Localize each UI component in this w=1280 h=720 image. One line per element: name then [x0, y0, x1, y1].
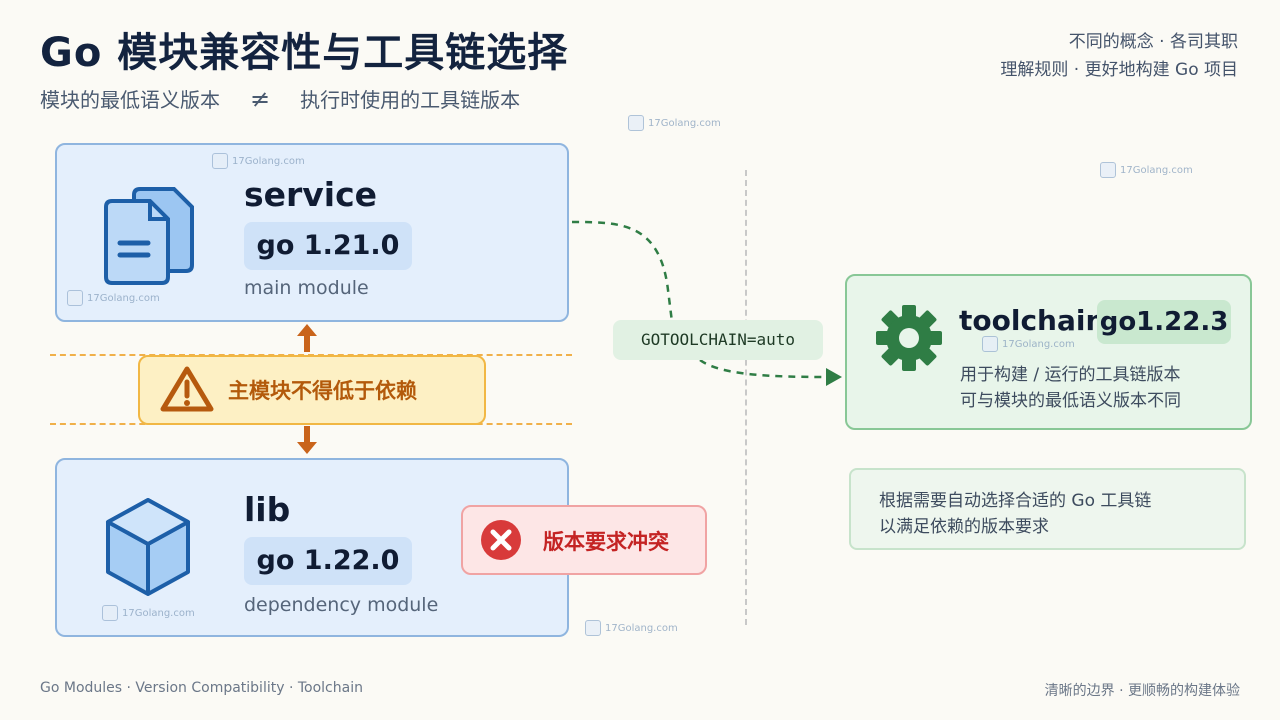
watermark: 17Golang.com: [982, 336, 1075, 352]
cube-icon: [106, 498, 190, 596]
error-x-icon: [481, 520, 521, 560]
section-divider: [745, 170, 747, 625]
conflict-text: 版本要求冲突: [543, 530, 669, 554]
subtitle-left: 模块的最低语义版本: [40, 88, 220, 112]
footer-right: 清晰的边界 · 更顺畅的构建体验: [1044, 683, 1240, 699]
watermark: 17Golang.com: [628, 115, 721, 131]
service-module-desc: main module: [244, 277, 369, 299]
arrow-up-icon: [297, 324, 317, 352]
watermark: 17Golang.com: [212, 153, 305, 169]
page-title: Go 模块兼容性与工具链选择: [40, 30, 569, 76]
auto-select-note: 根据需要自动选择合适的 Go 工具链 以满足依赖的版本要求: [849, 468, 1246, 550]
toolchain-version: go1.22.3: [1097, 300, 1231, 344]
footer-left: Go Modules · Version Compatibility · Too…: [40, 680, 363, 696]
lib-go-version: go 1.22.0: [244, 537, 412, 585]
lib-module-card: lib go 1.22.0 dependency module 17Golang…: [55, 458, 569, 637]
note-line-2: 以满足依赖的版本要求: [879, 517, 1049, 537]
toolchain-card: toolchain go1.22.3 用于构建 / 运行的工具链版本 可与模块的…: [845, 274, 1252, 430]
watermark: 17Golang.com: [67, 290, 160, 306]
gear-icon: [876, 305, 942, 371]
watermark: 17Golang.com: [1100, 162, 1193, 178]
tagline-line-2: 理解规则 · 更好地构建 Go 项目: [1000, 60, 1238, 80]
tagline-line-1: 不同的概念 · 各司其职: [1068, 32, 1238, 52]
document-icon: [104, 187, 194, 285]
service-go-version: go 1.21.0: [244, 222, 412, 270]
note-line-1: 根据需要自动选择合适的 Go 工具链: [879, 491, 1152, 511]
page-subtitle: 模块的最低语义版本 ≠ 执行时使用的工具链版本: [40, 84, 520, 113]
toolchain-desc-line-1: 用于构建 / 运行的工具链版本: [960, 365, 1181, 385]
flow-arrow: [571, 220, 842, 386]
lib-module-desc: dependency module: [244, 594, 439, 616]
subtitle-right: 执行时使用的工具链版本: [300, 88, 521, 112]
conflict-callout: 版本要求冲突: [461, 505, 707, 575]
toolchain-label: toolchain: [959, 304, 1106, 337]
service-module-name: service: [244, 175, 378, 214]
lib-module-name: lib: [244, 490, 291, 529]
watermark: 17Golang.com: [585, 620, 678, 636]
warning-text: 主模块不得低于依赖: [228, 379, 417, 403]
warning-triangle-icon: [160, 366, 214, 412]
service-module-card: service go 1.21.0 main module 17Golang.c…: [55, 143, 569, 322]
watermark: 17Golang.com: [102, 605, 195, 621]
warning-callout: 主模块不得低于依赖: [138, 355, 486, 425]
gotoolchain-env-label: GOTOOLCHAIN=auto: [613, 320, 823, 360]
not-equal-symbol: ≠: [250, 85, 271, 113]
toolchain-desc-line-2: 可与模块的最低语义版本不同: [960, 391, 1181, 411]
arrow-down-icon: [297, 426, 317, 454]
